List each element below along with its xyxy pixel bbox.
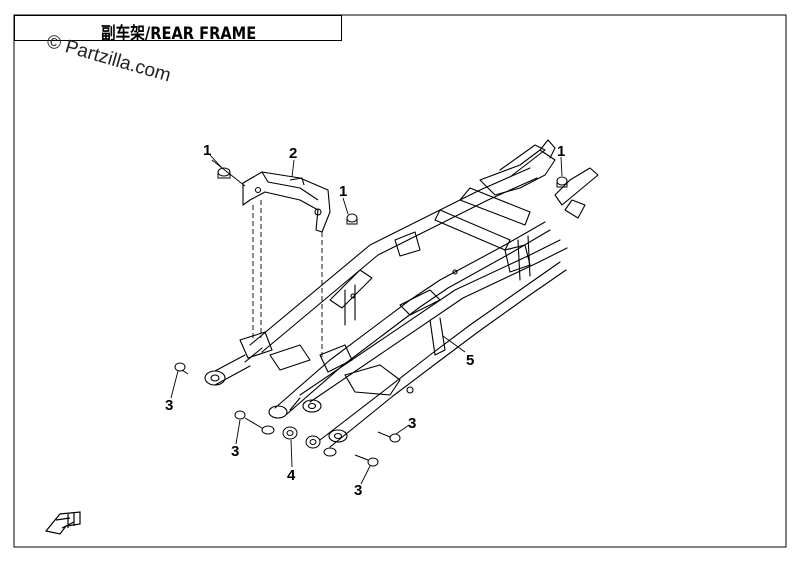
callout-3-right: 3	[408, 415, 416, 432]
bolt-3-mid	[234, 410, 275, 435]
bracket-part-2	[242, 171, 331, 360]
callout-1-mid: 1	[339, 183, 347, 200]
callout-4: 4	[287, 467, 296, 484]
fasteners	[174, 167, 568, 467]
callout-2: 2	[289, 145, 297, 162]
leader-lines	[170, 154, 563, 485]
nut-1-right-bracket	[346, 213, 358, 225]
rear-frame-part-5	[204, 139, 599, 448]
callout-1-left: 1	[203, 142, 211, 159]
callout-3-lower: 3	[354, 482, 362, 499]
callout-1-right: 1	[557, 143, 565, 160]
page-border	[13, 14, 787, 548]
callouts: 1 2 1 1 5 3 3 4 3 3	[165, 142, 565, 499]
bolt-3-right	[377, 431, 401, 443]
callout-5: 5	[466, 352, 474, 369]
brand-logo-icon	[44, 511, 81, 535]
page-title: 副车架/REAR FRAME	[101, 24, 257, 44]
bushing-4-b	[305, 435, 321, 449]
bushing-4-a	[282, 426, 298, 440]
title-box: 副车架/REAR FRAME	[14, 15, 342, 44]
callout-3-left: 3	[165, 397, 173, 414]
nut-1-rear	[556, 176, 568, 188]
callout-3-mid: 3	[231, 443, 239, 460]
nut-1-upper-left	[217, 167, 231, 179]
bolt-3-lower	[323, 447, 379, 467]
bolt-3-left	[174, 362, 189, 375]
